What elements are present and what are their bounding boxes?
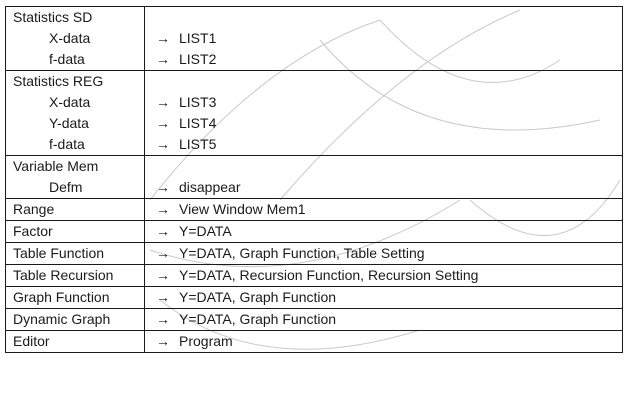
row-label: Range xyxy=(13,201,55,217)
group-value-cell: → LIST1 → LIST2 xyxy=(144,6,623,71)
item-label: f-data xyxy=(49,136,85,152)
group-title: Statistics SD xyxy=(13,9,93,25)
arrow-icon: → xyxy=(156,333,170,349)
item-value: LIST3 xyxy=(179,94,217,110)
item-value: LIST5 xyxy=(179,136,217,152)
arrow-icon: → xyxy=(156,289,170,305)
conversion-table: Statistics SD X-data f-data → LIST1 → LIST… xyxy=(5,6,623,353)
item-value: LIST4 xyxy=(179,115,217,131)
arrow-icon: → xyxy=(156,267,170,283)
arrow-icon: → xyxy=(156,136,170,152)
table-row: Factor → Y=DATA xyxy=(5,220,623,243)
row-value: View Window Mem1 xyxy=(179,201,306,217)
table-row-statistics-reg: Statistics REG X-data Y-data f-data → LIS… xyxy=(5,70,623,156)
row-label: Dynamic Graph xyxy=(13,311,111,327)
group-label-cell: Statistics REG X-data Y-data f-data xyxy=(5,70,145,156)
arrow-icon: → xyxy=(156,311,170,327)
arrow-icon: → xyxy=(156,245,170,261)
row-value: Program xyxy=(179,333,233,349)
row-value: Y=DATA, Recursion Function, Recursion Se… xyxy=(179,267,479,283)
row-value: Y=DATA, Graph Function xyxy=(179,289,337,305)
row-label: Factor xyxy=(13,223,53,239)
item-label: X-data xyxy=(49,94,91,110)
arrow-icon: → xyxy=(156,51,170,67)
row-label: Editor xyxy=(13,333,50,349)
table-row-statistics-sd: Statistics SD X-data f-data → LIST1 → LIST… xyxy=(5,6,623,71)
arrow-icon: → xyxy=(156,223,170,239)
table-row: Dynamic Graph → Y=DATA, Graph Function xyxy=(5,308,623,331)
row-value: Y=DATA xyxy=(179,223,232,239)
arrow-icon: → xyxy=(156,94,170,110)
item-value: LIST2 xyxy=(179,51,217,67)
row-label: Graph Function xyxy=(13,289,110,305)
table-row: Range → View Window Mem1 xyxy=(5,198,623,221)
item-label: X-data xyxy=(49,30,91,46)
table-row: Graph Function → Y=DATA, Graph Function xyxy=(5,286,623,309)
arrow-icon: → xyxy=(156,115,170,131)
row-value: Y=DATA, Graph Function, Table Setting xyxy=(179,245,425,261)
arrow-icon: → xyxy=(156,201,170,217)
group-value-cell: → disappear xyxy=(144,155,623,199)
arrow-icon: → xyxy=(156,179,170,195)
item-label: f-data xyxy=(49,51,85,67)
group-value-cell: → LIST3 → LIST4 → LIST5 xyxy=(144,70,623,156)
item-label: Defm xyxy=(49,179,83,195)
table-row: Editor → Program xyxy=(5,330,623,353)
group-label-cell: Statistics SD X-data f-data xyxy=(5,6,145,71)
row-label: Table Recursion xyxy=(13,267,114,283)
table-row: Table Recursion → Y=DATA, Recursion Funct… xyxy=(5,264,623,287)
table-row: Table Function → Y=DATA, Graph Function, … xyxy=(5,242,623,265)
item-label: Y-data xyxy=(49,115,89,131)
group-title: Statistics REG xyxy=(13,73,104,89)
table-row-variable-mem: Variable Mem Defm → disappear xyxy=(5,155,623,199)
group-label-cell: Variable Mem Defm xyxy=(5,155,145,199)
group-title: Variable Mem xyxy=(13,158,99,174)
row-label: Table Function xyxy=(13,245,105,261)
item-value: disappear xyxy=(179,179,241,195)
arrow-icon: → xyxy=(156,30,170,46)
row-value: Y=DATA, Graph Function xyxy=(179,311,337,327)
item-value: LIST1 xyxy=(179,30,217,46)
